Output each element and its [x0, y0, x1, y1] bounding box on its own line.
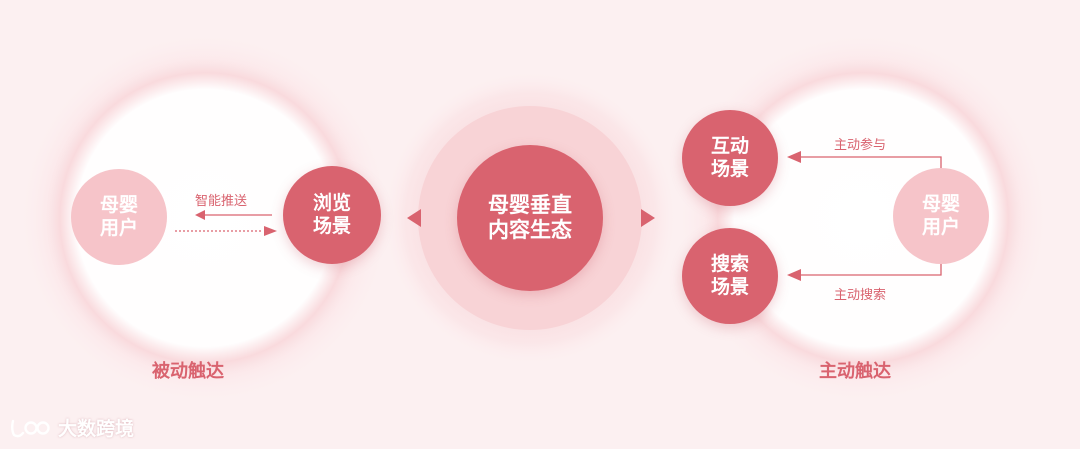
interact-scene-node: 互动 场景	[682, 110, 778, 206]
left-user-line2: 用户	[99, 217, 138, 239]
browse-scene-node: 浏览 场景	[283, 166, 381, 264]
right-user-line2: 用户	[921, 216, 960, 238]
interact-line1: 互动	[710, 135, 749, 158]
right-user-node: 母婴 用户	[893, 168, 989, 264]
passive-reach-label: 被动触达	[152, 361, 224, 382]
left-user-node: 母婴 用户	[71, 169, 167, 265]
center-right-triangle	[641, 209, 655, 227]
participate-label: 主动参与	[834, 138, 887, 153]
left-user-line1: 母婴	[99, 194, 138, 217]
watermark: 大数跨境	[10, 414, 134, 441]
participate-arrowhead	[787, 151, 801, 163]
center-ecosystem-node: 母婴垂直 内容生态	[457, 145, 603, 291]
center-line1: 母婴垂直	[488, 192, 572, 217]
search-scene-node: 搜索 场景	[682, 228, 778, 324]
push-label: 智能推送	[195, 194, 248, 209]
center-left-triangle	[407, 209, 421, 227]
right-user-line1: 母婴	[921, 193, 960, 216]
search-arrowhead	[787, 269, 801, 281]
push-arrowhead	[195, 210, 205, 220]
interact-line2: 场景	[710, 158, 749, 180]
right-halo	[698, 53, 1028, 383]
active-reach-label: 主动触达	[819, 361, 891, 382]
center-line2: 内容生态	[488, 218, 572, 242]
logo-icon	[11, 419, 50, 437]
watermark-text: 大数跨境	[58, 418, 135, 440]
search-line1: 搜索	[710, 253, 749, 276]
browse-line2: 场景	[312, 215, 351, 237]
browse-line1: 浏览	[312, 192, 351, 215]
search-label: 主动搜索	[834, 288, 887, 303]
push-return-arrowhead	[264, 226, 277, 236]
search-line2: 场景	[710, 276, 749, 298]
